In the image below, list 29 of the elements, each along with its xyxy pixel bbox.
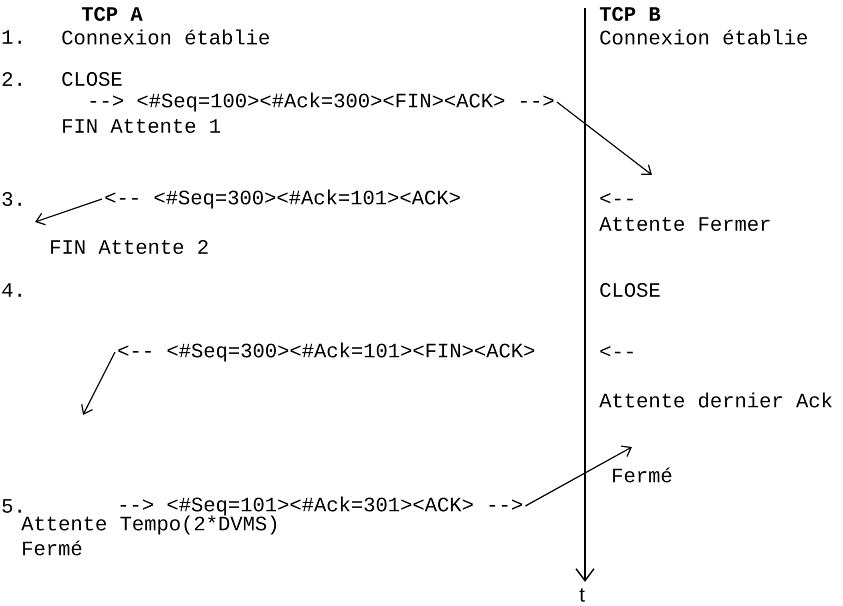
state-text: Fermé xyxy=(613,468,672,482)
arrow xyxy=(81,352,116,415)
state-text: CLOSE xyxy=(600,283,660,297)
state-text: CLOSE xyxy=(62,72,122,86)
state-text: Connexion établie xyxy=(62,29,269,45)
axis-label: t xyxy=(580,588,585,602)
message-text: <-- <#Seq=300><#Ack=101><FIN><ACK> xyxy=(118,342,534,362)
state-text: FIN Attente 1 xyxy=(63,119,220,133)
state-text: FIN Attente 2 xyxy=(51,240,208,254)
step-number: 5. xyxy=(2,499,21,513)
message-text: --> <#Seq=101><#Ack=301><ACK> --> xyxy=(120,496,522,516)
message-text: <-- <#Seq=300><#Ack=101><ACK> xyxy=(105,189,460,209)
step-number: 2. xyxy=(2,72,21,86)
state-text: Attente dernier Ack xyxy=(599,392,832,408)
message-text: --> <#Seq=100><#Ack=300><FIN><ACK> --> xyxy=(90,92,554,112)
arrow xyxy=(556,101,652,175)
column-heading: TCP B xyxy=(600,7,660,21)
step-number: 4. xyxy=(2,283,21,297)
step-number: 1. xyxy=(2,30,21,44)
state-text: Fermé xyxy=(23,540,82,556)
arrow-text: <-- xyxy=(600,346,633,356)
column-heading: TCP A xyxy=(82,7,143,21)
step-number: 3. xyxy=(2,192,21,206)
state-text: Attente Tempo(2*DVMS) xyxy=(21,515,276,535)
arrow xyxy=(35,198,102,226)
state-text: Attente Fermer xyxy=(599,217,770,231)
arrow xyxy=(525,446,632,507)
arrow-text: <-- xyxy=(600,193,633,204)
state-text: Connexion établie xyxy=(600,29,807,45)
